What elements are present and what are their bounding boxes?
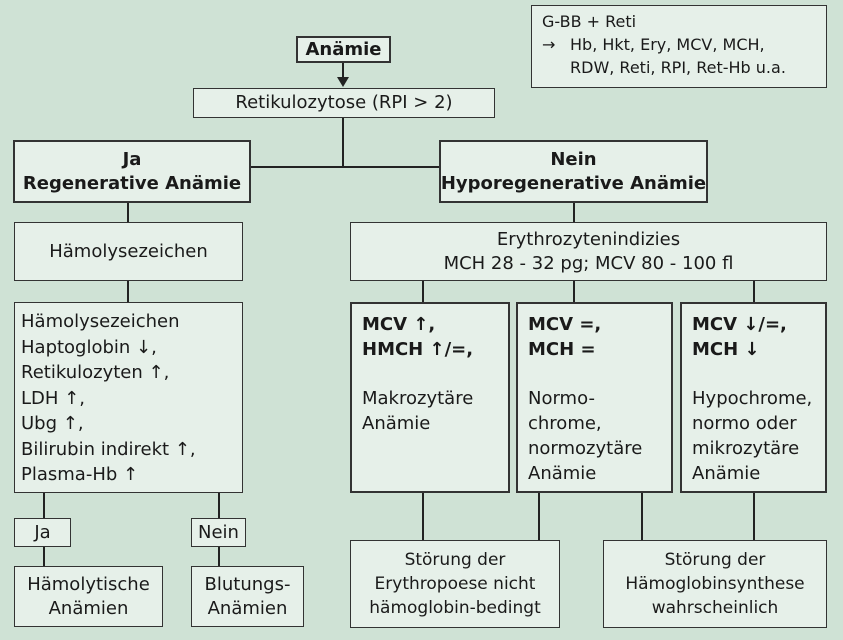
regenerative-label-1: Ja: [122, 148, 142, 170]
macrocytic-criteria-2: HMCH ↑/=,: [362, 339, 474, 360]
hypochromic-label-3: mikrozytäre: [692, 438, 800, 459]
hyporegenerative-label-2: Hyporegenerative Anämie: [440, 172, 707, 194]
hypochromic-criteria-2: MCH ↓: [692, 339, 760, 360]
bleeding-anemia-node: Blutungs- Anämien: [191, 566, 304, 627]
regenerative-label-2: Regenerative Anämie: [22, 172, 242, 194]
macrocytic-label-1: Makrozytäre: [362, 388, 474, 409]
erythropoiesis-label-3: hämoglobin-bedingt: [369, 598, 541, 618]
no-hemolysis-node: Nein: [191, 518, 246, 547]
bleeding-label-2: Anämien: [207, 597, 288, 619]
erythropoiesis-disorder-node: Störung der Erythropoese nicht hämoglobi…: [350, 540, 560, 628]
normochromic-criteria-2: MCH =: [528, 339, 596, 360]
hypochromic-label-1: Hypochrome,: [692, 388, 813, 409]
legend-box: G-BB + Reti → Hb, Hkt, Ery, MCV, MCH, RDW…: [531, 5, 827, 88]
spacer: [362, 362, 498, 386]
arrowhead: [337, 77, 349, 87]
normochromic-label-4: Anämie: [528, 463, 597, 484]
hemolysis-detail: Haptoglobin ↓,: [21, 336, 157, 358]
hemolytic-label-1: Hämolytische: [27, 573, 150, 595]
hemolysis-signs-label: Hämolysezeichen: [49, 240, 208, 262]
legend-line: G-BB + Reti: [542, 12, 637, 31]
hemolysis-details-node: Hämolysezeichen Haptoglobin ↓, Retikuloz…: [14, 302, 243, 493]
hb-synthesis-disorder-node: Störung der Hämoglobinsynthese wahrschei…: [603, 540, 827, 628]
normochromic-label-2: chrome,: [528, 413, 602, 434]
hypochromic-node: MCV ↓/=, MCH ↓ Hypochrome, normo oder mi…: [680, 302, 827, 493]
hb-synthesis-label-2: Hämoglobinsynthese: [625, 574, 805, 594]
hb-synthesis-label-1: Störung der: [664, 550, 766, 570]
spacer: [692, 362, 815, 386]
hemolytic-label-2: Anämien: [48, 597, 129, 619]
indices-label-1: Erythrozytenindizies: [496, 228, 681, 250]
hemolysis-detail: Hämolysezeichen: [21, 311, 180, 332]
start-node: Anämie: [296, 36, 391, 63]
normochromic-criteria-1: MCV =,: [528, 314, 602, 335]
hemolysis-detail: Ubg ↑,: [21, 413, 84, 434]
reticulocytosis-node: Retikulozytose (RPI > 2): [193, 88, 495, 118]
regenerative-node: Ja Regenerative Anämie: [13, 140, 251, 203]
legend-line: Hb, Hkt, Ery, MCV, MCH,: [570, 35, 765, 54]
erythropoiesis-label-1: Störung der: [404, 550, 506, 570]
reticulocytosis-label: Retikulozytose (RPI > 2): [235, 92, 453, 113]
macrocytic-label-2: Anämie: [362, 413, 431, 434]
start-label: Anämie: [305, 38, 382, 60]
legend-row: → Hb, Hkt, Ery, MCV, MCH,: [542, 33, 816, 56]
macrocytic-node: MCV ↑, HMCH ↑/=, Makrozytäre Anämie: [350, 302, 510, 493]
hyporegenerative-label-1: Nein: [550, 148, 597, 170]
bleeding-label-1: Blutungs-: [204, 573, 291, 595]
yes-hemolysis-node: Ja: [14, 518, 71, 547]
hypochromic-label-2: normo oder: [692, 413, 797, 434]
legend-line: RDW, Reti, RPI, Ret-Hb u.a.: [570, 58, 786, 77]
normochromic-label-3: normozytäre: [528, 438, 643, 459]
macrocytic-criteria-1: MCV ↑,: [362, 314, 436, 335]
hb-synthesis-label-3: wahrscheinlich: [651, 598, 779, 618]
hypochromic-criteria-1: MCV ↓/=,: [692, 314, 787, 335]
erythropoiesis-label-2: Erythropoese nicht: [374, 574, 536, 594]
spacer: [528, 362, 661, 386]
hemolysis-detail: Retikulozyten ↑,: [21, 362, 170, 383]
hypochromic-label-4: Anämie: [692, 463, 761, 484]
hemolysis-signs-node: Hämolysezeichen: [14, 222, 243, 281]
normochromic-label-1: Normo-: [528, 388, 595, 409]
normochromic-node: MCV =, MCH = Normo- chrome, normozytäre …: [516, 302, 673, 493]
arrow-icon: →: [542, 35, 556, 54]
hemolysis-detail: LDH ↑,: [21, 387, 85, 409]
indices-label-2: MCH 28 - 32 pg; MCV 80 - 100 fl: [443, 252, 734, 274]
yes-label: Ja: [34, 521, 51, 543]
no-label: Nein: [198, 521, 239, 543]
hemolysis-detail: Bilirubin indirekt ↑,: [21, 438, 196, 460]
hemolytic-anemia-node: Hämolytische Anämien: [14, 566, 163, 627]
hyporegenerative-node: Nein Hyporegenerative Anämie: [439, 140, 708, 203]
erythrocyte-indices-node: Erythrozytenindizies MCH 28 - 32 pg; MCV…: [350, 222, 827, 281]
hemolysis-detail: Plasma-Hb ↑: [21, 464, 139, 485]
